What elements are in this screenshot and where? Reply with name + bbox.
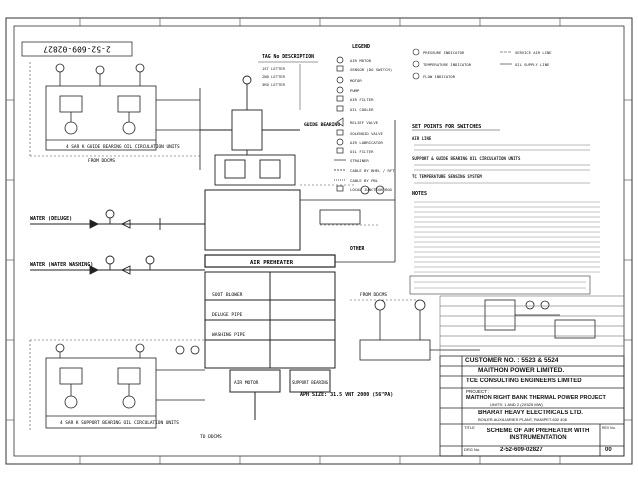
legend-item: STRAINER [350,158,369,163]
set-points-text-lines [414,144,590,184]
label-washing-pipe: WASHING PIPE [212,332,245,338]
air-preheater-body [200,189,336,420]
inner-border [13,25,625,457]
label-guide-bearing-center: GUIDE BEARING [304,122,340,128]
symbol-label: PRESSURE INDICATOR [423,50,465,55]
symbol-label: FLOW INDICATOR [423,74,456,79]
tag-description-lines [258,61,318,110]
label-water-deluge: WATER (DELUGE) [30,216,72,222]
water-deluge-line [30,209,200,230]
tag-description-title: TAG No DESCRIPTION [262,54,314,60]
symbol-label: TEMPERATURE INDICATOR [423,62,472,67]
notes-text-lines [414,201,600,273]
revision-table [439,295,625,357]
rev-number: 00 [605,447,612,453]
symbols-list: PRESSURE INDICATOR TEMPERATURE INDICATOR… [423,50,552,79]
guide-bearing-unit [45,63,201,170]
company-name: BHARAT HEAVY ELECTRICALS LTD. [478,410,583,416]
consultant-name: TCE CONSULTING ENGINEERS LIMITED [466,378,582,384]
notes-reference-box [409,275,591,295]
label-other: OTHER [350,246,365,252]
tag-line: 3RD LETTER [262,82,286,87]
guide-bearing-center [200,75,300,186]
symbol-icons [412,48,512,80]
legend-item: CABLE BY BHEL / RFT [350,168,395,173]
drawing-number-box [21,41,133,57]
label-air-motor-center: AIR MOTOR [234,380,259,386]
set-points-title: SET POINTS FOR SWITCHES [412,124,481,130]
symbol-label: OIL SUPPLY LINE [515,62,550,67]
legend-item: OIL COOLER [350,107,374,112]
label-soot-blower: SOOT BLOWER [212,292,243,298]
project-name: MAITHON RIGHT BANK THERMAL POWER PROJECT [466,395,606,401]
project-subtitle: UNITS: 1 AND 2 (2X525 MW) [490,402,543,407]
legend-item: AIR FILTER [350,97,374,102]
label-to-ddcms-1: TO DDCMS [200,434,222,440]
set-point-section: SUPPORT & GUIDE BEARING OIL CIRCULATION … [412,156,521,161]
label-water-washing: WATER (WATER WASHING) [30,262,93,268]
legend-item: AIR LUBRICATOR [350,140,383,145]
legend-title: LEGEND [352,44,370,50]
outer-border [5,17,633,465]
set-point-section: TC TEMPERATURE SENSING SYSTEM [412,174,482,179]
label-from-ddcms-1: FROM DDCMS [88,158,115,164]
zone-ticks [6,18,632,464]
label-support-bearing-unit: 4 SAR K SUPPORT BEARING OIL CIRCULATION … [60,420,179,426]
label-air-preheater: AIR PREHEATER [250,260,294,266]
legend-item: SOLENOID VALVE [350,131,383,136]
signal-lines [29,62,420,430]
title-label: TITLE [464,425,475,430]
legend-item: CABLE BY PBL [350,178,379,183]
project-label: PROJECT : [466,389,490,394]
customer-number: CUSTOMER NO. : 5523 & 5524 [465,357,559,364]
legend-list: AIR MOTOR SENSOR (DO SWITCH) MOTOR PUMP … [350,58,395,192]
water-washing-line [30,255,200,275]
legend-item: MOTOR [350,78,362,83]
legend-item: PUMP [350,88,360,93]
set-point-section: AIR LINE [412,136,432,141]
drg-no: 2-52-609-02827 [500,447,543,453]
label-guide-bearing-unit: 4 SAR K GUIDE BEARING OIL CIRCULATION UN… [66,144,180,150]
legend-item: OIL FILTER [350,149,374,154]
legend-item: LOCAL JUNCTION BOX [350,187,393,192]
set-points-sections: AIR LINE SUPPORT & GUIDE BEARING OIL CIR… [412,136,521,179]
label-deluge-pipe: DELUGE PIPE [212,312,243,318]
reference-text-lines [414,281,586,289]
drg-no-label: DRG No. [464,447,481,452]
drawing-title: SCHEME OF AIR PREHEATER WITH INSTRUMENTA… [486,428,590,441]
tag-description-list: 1ST LETTER 2ND LETTER 3RD LETTER [262,66,286,87]
title-block [439,355,625,457]
label-support-bearing-center: SUPPORT BEARING [292,380,329,385]
label-from-ddcms-2: FROM DDCMS [360,292,387,298]
right-instrument-lines [300,120,596,361]
symbol-label: SERVICE AIR LINE [515,50,552,55]
legend-item: RELIEF VALVE [350,120,379,125]
legend-item: AIR MOTOR [350,58,372,63]
company-subtitle: BOILER AUXILIARIES PLANT, RANIPET-632 40… [478,417,567,422]
legend-item: SENSOR (DO SWITCH) [350,67,392,72]
customer-name: MAITHON POWER LIMITED. [478,367,565,374]
legend-symbols [334,56,346,192]
label-aph-size: APH SIZE: 31.5 VNT 2000 (56"PA) [300,392,393,398]
tag-line: 1ST LETTER [262,66,286,71]
drawing-number-top: 2-52-609-02827 [43,45,111,54]
notes-title: NOTES [412,191,427,197]
tag-line: 2ND LETTER [262,74,286,79]
rev-label: REV No. [602,426,616,430]
support-bearing-unit [45,343,205,429]
